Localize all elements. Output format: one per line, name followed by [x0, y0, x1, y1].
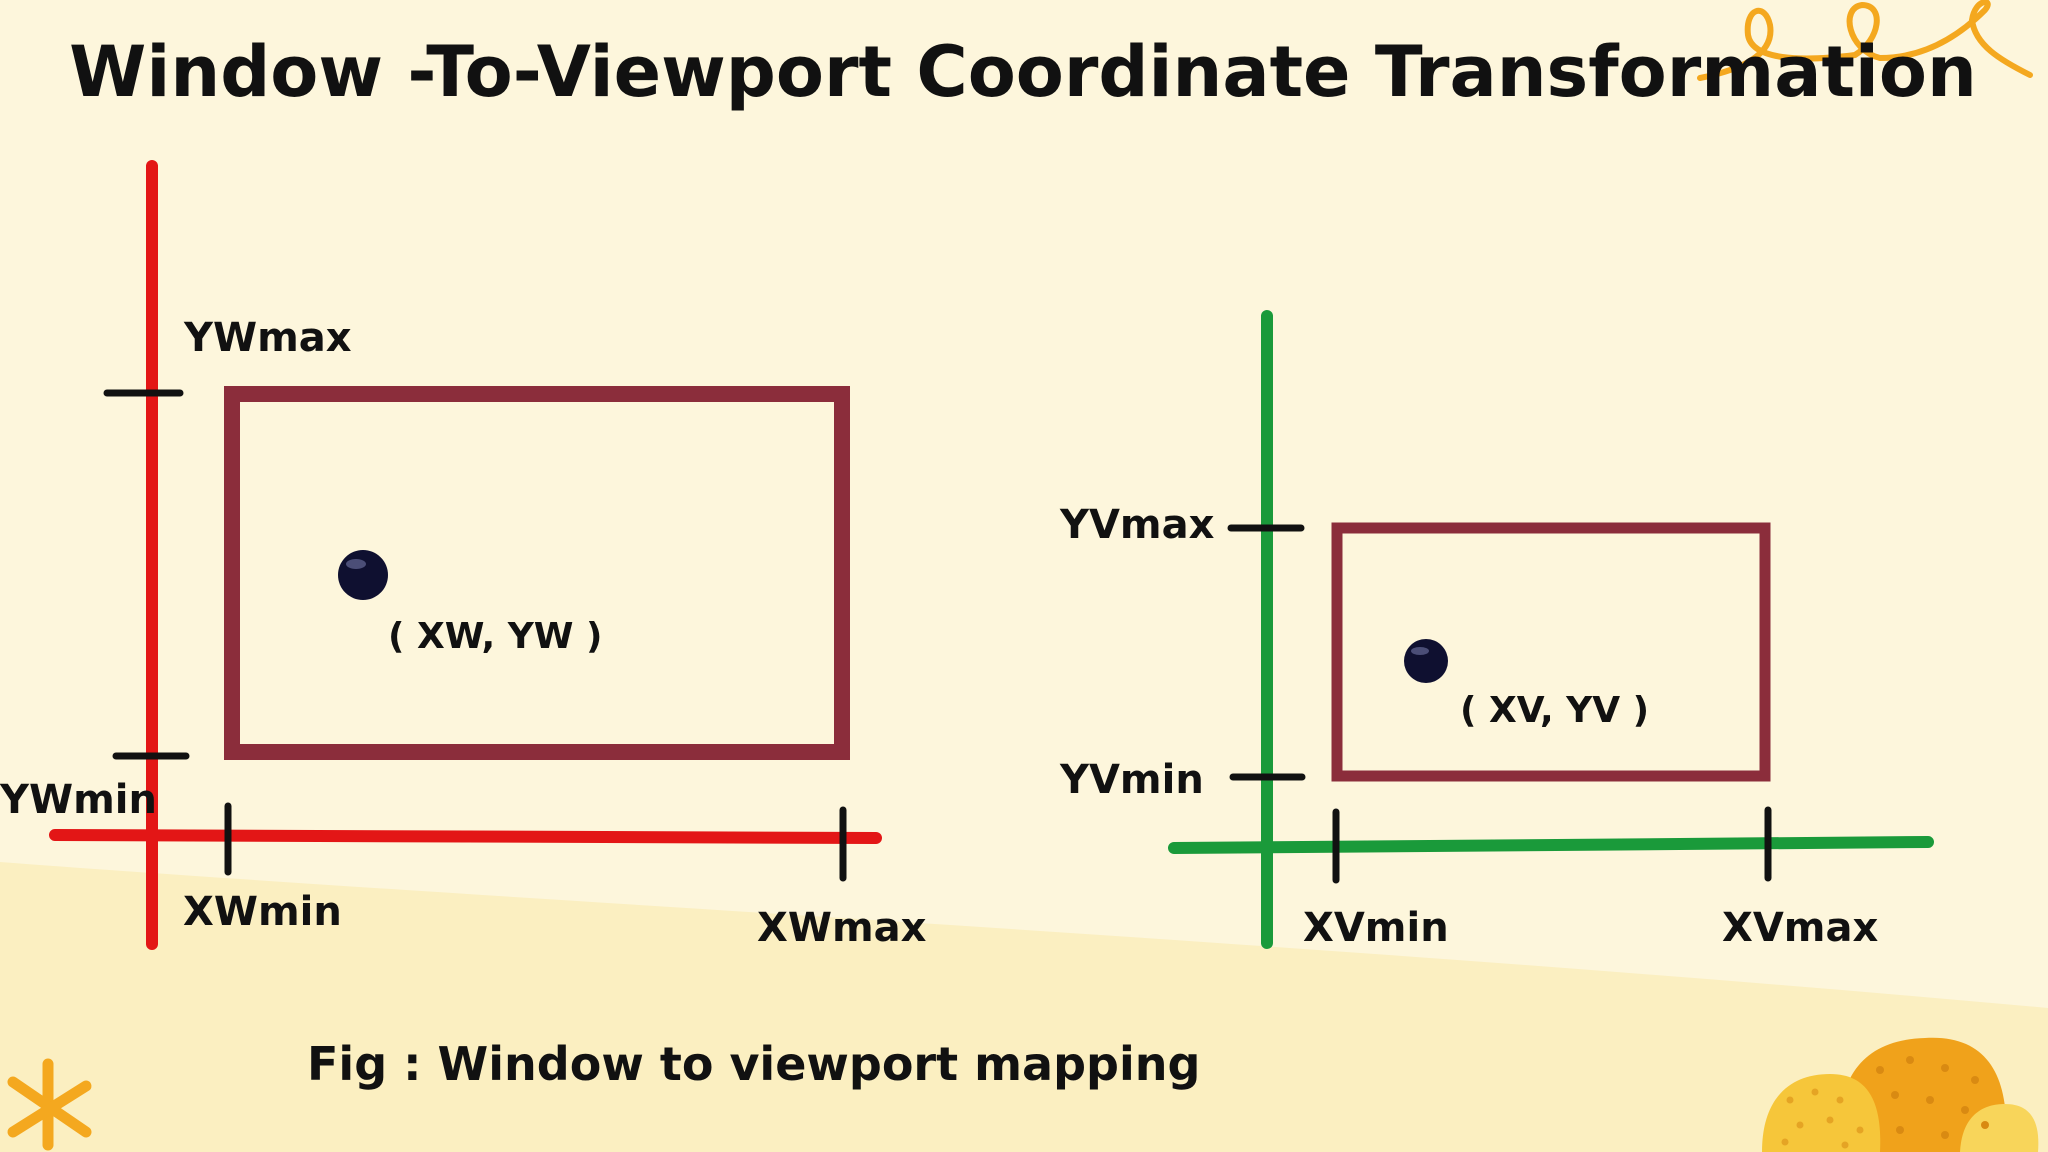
window-point [338, 550, 388, 600]
window-diagram: YWmax YWmin XWmin XWmax ( XW, YW ) [0, 160, 927, 951]
viewport-point-label: ( XV, YV ) [1460, 690, 1649, 731]
page-title: Window -To-Viewport Coordinate Transform… [69, 31, 1977, 113]
label-xwmin: XWmin [183, 889, 342, 935]
background-hill [0, 862, 2048, 1152]
viewport-x-axis [1168, 836, 1934, 854]
viewport-point-highlight [1411, 647, 1429, 655]
asterisk-icon [7, 1058, 92, 1151]
label-ywmin: YWmin [0, 777, 157, 823]
label-ywmax: YWmax [183, 315, 352, 361]
window-point-label: ( XW, YW ) [388, 616, 603, 657]
window-point-highlight [346, 559, 366, 569]
window-x-axis [49, 829, 882, 844]
viewport-rectangle [1331, 522, 1771, 782]
squiggle-icon [1697, 0, 2033, 81]
label-xvmax: XVmax [1722, 905, 1878, 951]
viewport-point [1404, 639, 1448, 683]
window-rectangle [224, 386, 850, 760]
label-yvmin: YVmin [1059, 757, 1204, 803]
bushes-icon [1762, 1037, 2039, 1152]
figure-caption: Fig : Window to viewport mapping [307, 1037, 1200, 1091]
viewport-diagram: YVmax YVmin XVmin XVmax ( XV, YV ) [1059, 310, 1934, 951]
label-yvmax: YVmax [1059, 502, 1215, 548]
label-xvmin: XVmin [1303, 905, 1449, 951]
label-xwmax: XWmax [757, 905, 927, 951]
